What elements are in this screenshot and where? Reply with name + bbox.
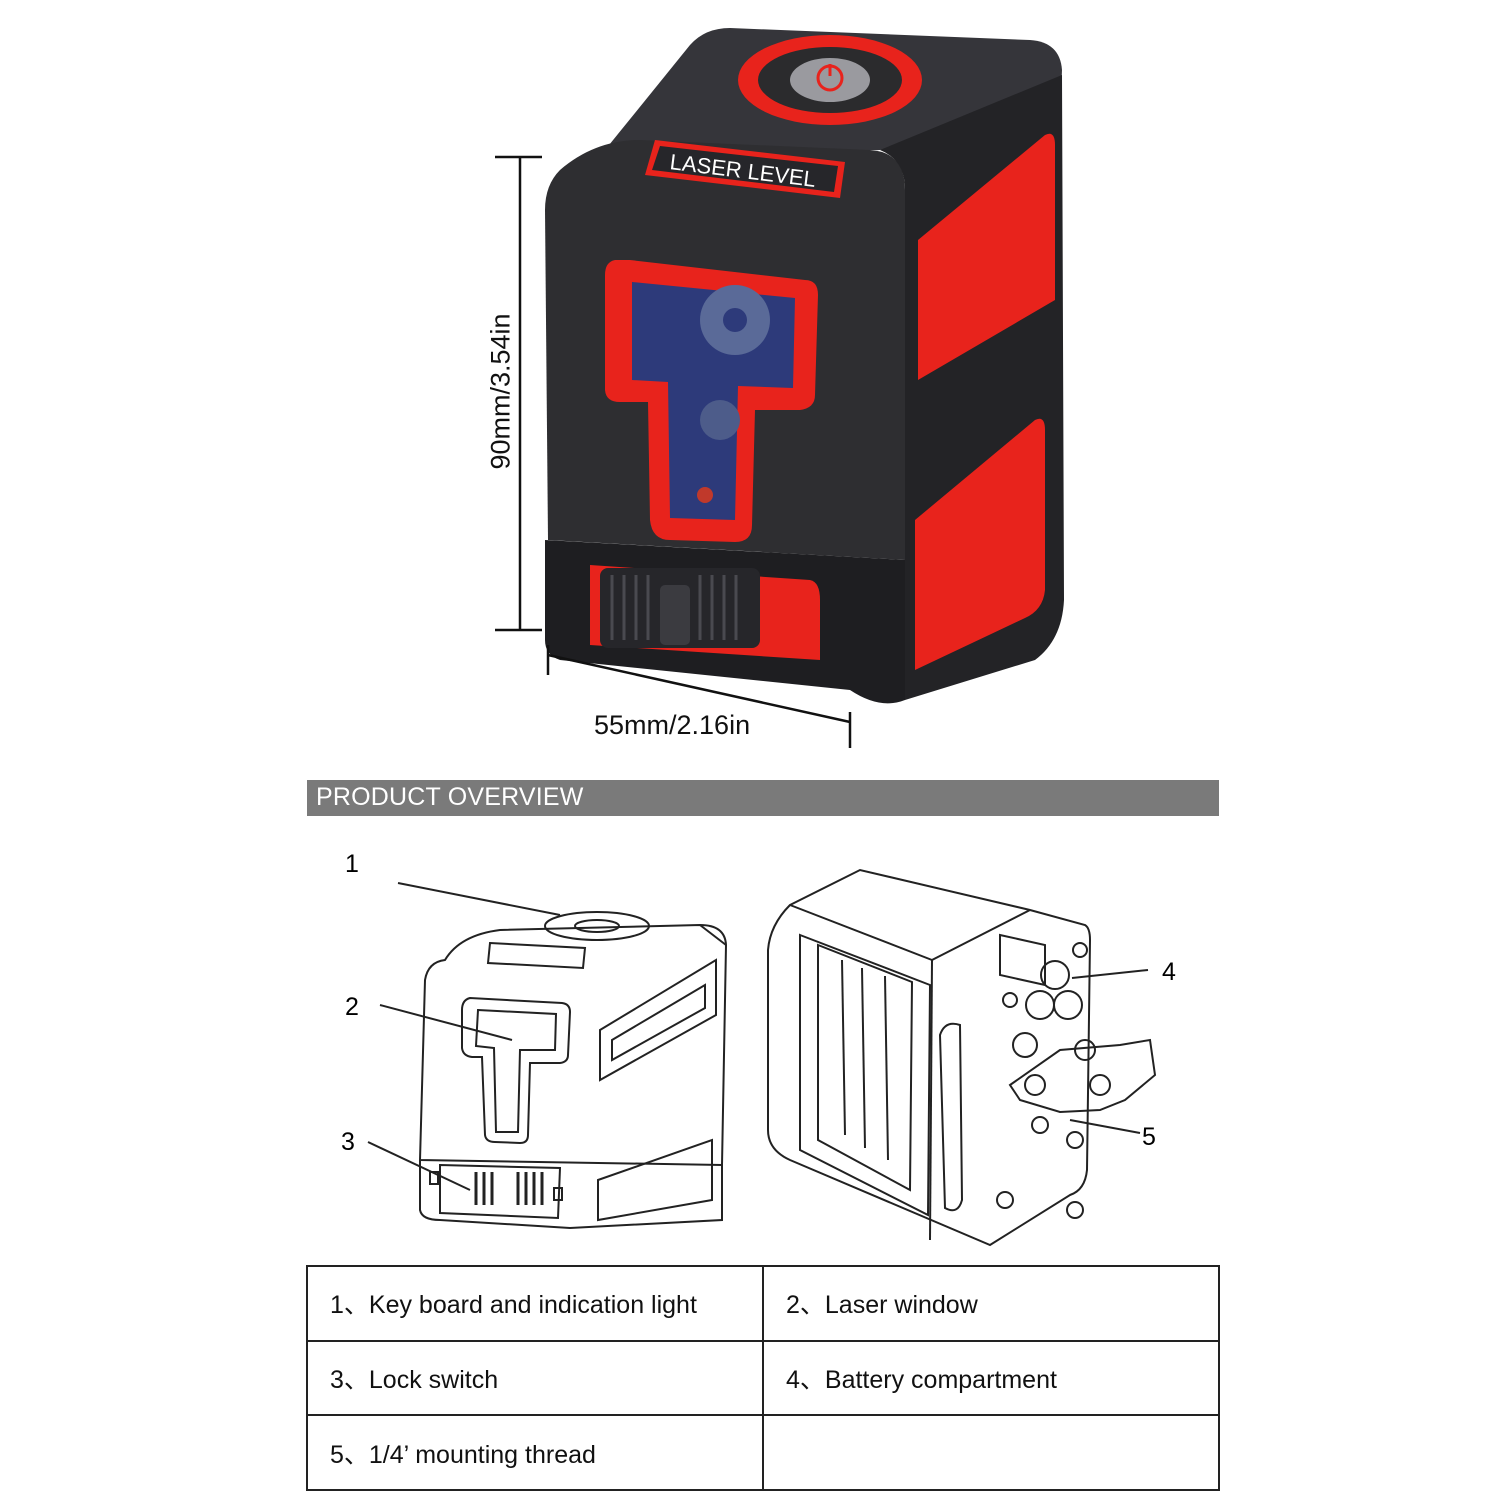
section-title: PRODUCT OVERVIEW — [316, 783, 584, 811]
callout-4: 4 — [1162, 958, 1176, 986]
callout-3: 3 — [341, 1128, 355, 1156]
parts-table: 1、Key board and indication light 2、Laser… — [306, 1265, 1220, 1491]
table-row: 5、1/4’ mounting thread — [306, 1414, 1220, 1491]
section-header-bar — [307, 780, 1219, 816]
callout-5: 5 — [1142, 1123, 1156, 1151]
laser-level-product-photo: LASER LEVEL — [495, 28, 1064, 748]
callout-1: 1 — [345, 850, 359, 878]
table-cell: 1、Key board and indication light — [306, 1265, 764, 1342]
table-cell: 4、Battery compartment — [762, 1339, 1220, 1417]
product-overview-diagrams: 1 2 3 4 5 — [341, 850, 1176, 1247]
table-cell: 3、Lock switch — [306, 1339, 764, 1417]
table-cell: 2、Laser window — [762, 1265, 1220, 1342]
table-row: 1、Key board and indication light 2、Laser… — [306, 1265, 1220, 1342]
width-dimension-label: 55mm/2.16in — [594, 710, 751, 740]
height-dimension-label: 90mm/3.54in — [485, 313, 516, 470]
table-cell — [762, 1414, 1220, 1491]
callout-2: 2 — [345, 993, 359, 1021]
table-cell: 5、1/4’ mounting thread — [306, 1414, 764, 1491]
table-row: 3、Lock switch 4、Battery compartment — [306, 1339, 1220, 1417]
